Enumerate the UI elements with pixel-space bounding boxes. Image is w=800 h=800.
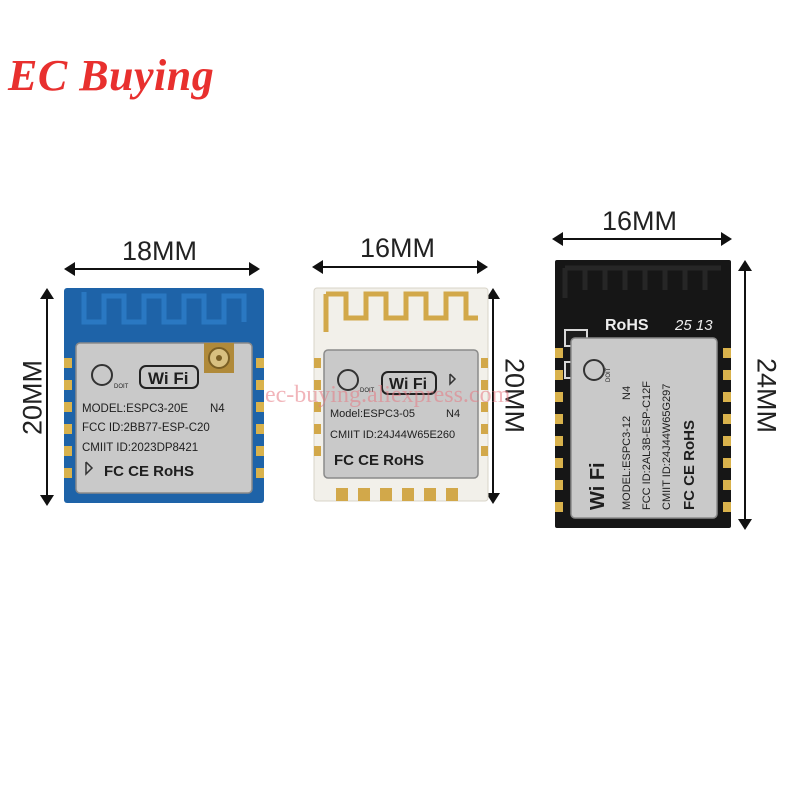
wifi-logo-text: Wi Fi <box>389 376 427 393</box>
cmiit-id-text: CMIIT ID:24J44W65E260 <box>330 429 455 441</box>
ufl-connector-icon <box>204 343 234 373</box>
rohs-silk-text: RoHS <box>605 317 649 334</box>
variant-text: N4 <box>210 403 225 415</box>
doit-logo-icon <box>337 369 359 391</box>
variant-text: N4 <box>621 386 633 400</box>
width-dimension-arrow-1 <box>64 262 260 276</box>
wifi-logo-text: Wi Fi <box>148 369 188 388</box>
cmiit-id-text: CMIIT ID:2023DP8421 <box>82 442 198 454</box>
antenna-trace <box>323 291 478 332</box>
height-dimension-arrow-3 <box>738 260 752 530</box>
module-espc3-05: DOIT Wi Fi Model:ESPC3-05 N4 CMIIT ID:24… <box>313 287 489 502</box>
watermark-text: ec-buying.aliexpress.com <box>265 382 511 408</box>
width-dimension-arrow-3 <box>552 232 732 246</box>
doit-logo-icon <box>91 364 113 386</box>
wifi-logo-text: Wi Fi <box>587 462 609 510</box>
width-label-2: 16MM <box>360 233 436 263</box>
module-espc3-12: RoHS 25 13 DOIT Wi Fi MODEL:ESPC3-12 N4 … <box>555 260 731 528</box>
metal-shield <box>75 342 253 494</box>
fcc-id-text: FCC ID:2BB77-ESP-C20 <box>82 422 210 434</box>
doit-logo-text: DOIT <box>360 388 375 394</box>
edge-pads <box>314 358 488 501</box>
height-label-1: 20MM <box>17 360 48 436</box>
height-dimension-arrow-1 <box>40 288 54 506</box>
height-dimension-arrow-2 <box>486 288 500 504</box>
cert-logos-text: FC CE RoHS <box>104 463 194 480</box>
height-label-3: 24MM <box>751 357 782 433</box>
metal-shield <box>323 349 479 479</box>
cmiit-id-text: CMIIT ID:24J44W65G297 <box>661 384 673 510</box>
antenna-trace <box>562 265 721 298</box>
doit-logo-text: DOIT <box>606 367 612 382</box>
fcc-id-text: FCC ID:2AL3B-ESP-C12F <box>641 381 653 510</box>
width-label-1: 18MM <box>122 236 198 266</box>
variant-text: N4 <box>446 408 460 420</box>
bluetooth-icon <box>449 373 457 386</box>
wifi-logo-icon <box>381 371 437 395</box>
model-text: MODEL:ESPC3-12 <box>621 416 633 510</box>
edge-pads <box>555 348 731 512</box>
doit-logo-icon <box>583 359 605 381</box>
width-label-3: 16MM <box>602 206 678 236</box>
doit-logo-text: DOIT <box>114 384 129 390</box>
antenna-trace <box>81 292 247 325</box>
model-text: MODEL:ESPC3-20E <box>82 403 188 415</box>
edge-pads <box>64 358 264 478</box>
wifi-logo-icon <box>139 365 199 389</box>
module-espc3-20e: DOIT Wi Fi MODEL:ESPC3-20E N4 FCC ID:2BB… <box>64 288 264 503</box>
date-code-text: 25 13 <box>674 317 713 334</box>
cert-logos-text: FC CE RoHS <box>681 420 698 510</box>
metal-shield <box>570 337 718 519</box>
width-dimension-arrow-2 <box>312 260 488 274</box>
model-text: Model:ESPC3-05 <box>330 408 415 420</box>
cert-logos-text: FC CE RoHS <box>334 452 424 469</box>
brand-logo-text: EC Buying <box>8 51 215 100</box>
bluetooth-icon <box>85 461 94 476</box>
